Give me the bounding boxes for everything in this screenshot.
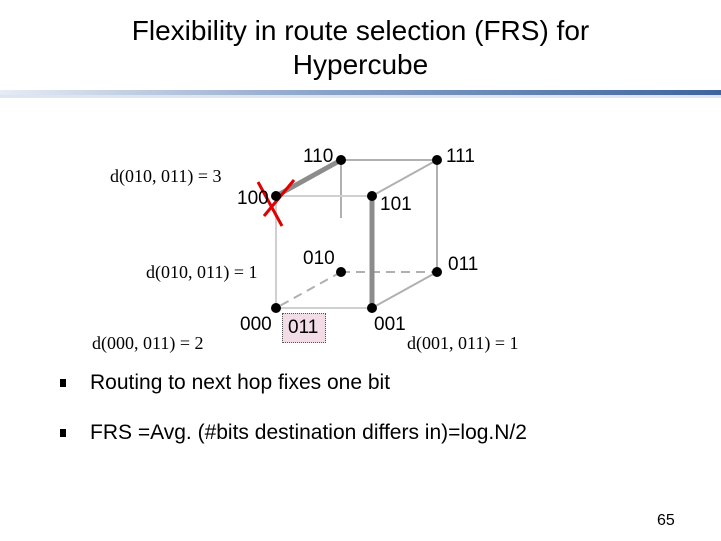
node-001 — [367, 303, 377, 313]
node-label-100: 100 — [237, 188, 269, 209]
edge-011-001 — [371, 271, 438, 309]
node-111 — [432, 155, 442, 165]
edge-111-101 — [371, 159, 438, 197]
node-101 — [367, 191, 377, 201]
node-label-110: 110 — [303, 146, 334, 167]
title-line-1: Flexibility in route selection (FRS) for — [131, 15, 590, 46]
bullet-text: Routing to next hop fixes one bit — [90, 371, 391, 394]
node-000 — [271, 303, 281, 313]
annotation-d-010-011-1: d(010, 011) = 1 — [146, 262, 258, 282]
annotation-d-000-011-2: d(000, 011) = 2 — [92, 333, 204, 353]
highlighted-destination-label: 011 — [288, 317, 319, 338]
page-number: 65 — [657, 512, 675, 529]
annotation-d-001-011-1: d(001, 011) = 1 — [407, 333, 519, 353]
slide-title: Flexibility in route selection (FRS) for… — [0, 14, 721, 82]
node-110 — [336, 155, 346, 165]
node-label-010: 010 — [303, 248, 335, 269]
node-label-000: 000 — [240, 314, 272, 335]
node-100 — [271, 191, 281, 201]
node-label-111: 111 — [446, 146, 475, 167]
highlighted-destination: 011 — [282, 313, 326, 343]
node-label-001: 001 — [374, 314, 406, 335]
edge-010-000-dashed — [275, 271, 342, 309]
bullet-square-icon — [60, 379, 66, 387]
node-label-011: 011 — [448, 254, 479, 275]
node-010 — [336, 267, 346, 277]
node-label-101: 101 — [380, 194, 412, 215]
node-011 — [432, 267, 442, 277]
title-divider — [0, 90, 721, 98]
bullet-square-icon — [60, 429, 66, 437]
bullet-text: FRS =Avg. (#bits destination differs in)… — [90, 421, 527, 444]
annotation-d-010-011-3: d(010, 011) = 3 — [110, 166, 222, 186]
title-line-2: Hypercube — [292, 49, 429, 80]
red-cross-a — [256, 181, 284, 227]
